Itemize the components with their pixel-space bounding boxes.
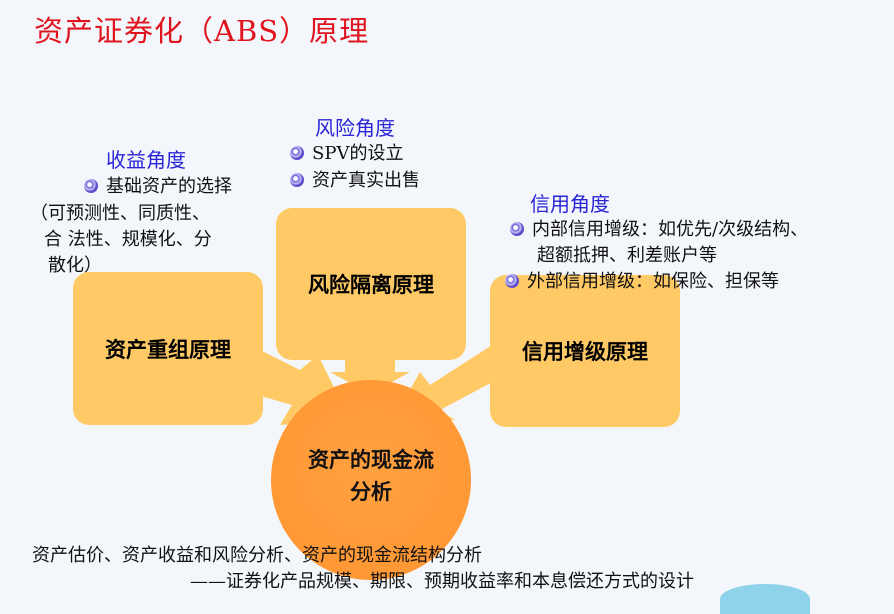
return-angle-heading: 收益角度 xyxy=(106,148,186,172)
bullet-text: 外部信用增级：如保险、担保等 xyxy=(527,271,779,292)
center-label: 资产的现金流分析 xyxy=(308,448,434,504)
credit-angle-bullet: 内部信用增级：如优先/次级结构、 xyxy=(510,218,808,242)
credit-bullet-continuation: 超额抵押、利差账户等 xyxy=(537,245,717,266)
credit-angle-heading: 信用角度 xyxy=(530,192,610,216)
risk-angle-heading: 风险角度 xyxy=(315,116,395,140)
return-detail-line: 合 法性、规模化、分 xyxy=(44,229,212,250)
return-detail-line: （可预测性、同质性、 xyxy=(30,203,210,224)
asset-restructure-box: 资产重组原理 xyxy=(73,272,263,425)
bullet-text: SPV的设立 xyxy=(312,143,404,164)
risk-isolation-box: 风险隔离原理 xyxy=(276,208,466,360)
bullet-text: 基础资产的选择 xyxy=(106,176,232,197)
credit-angle-bullet: 外部信用增级：如保险、担保等 xyxy=(505,270,779,294)
footer-line-2: ——证券化产品规模、期限、预期收益率和本息偿还方式的设计 xyxy=(190,571,694,592)
return-angle-bullet: 基础资产的选择 xyxy=(84,175,232,199)
credit-enhancement-box: 信用增级原理 xyxy=(490,275,680,427)
bullet-text: 内部信用增级：如优先/次级结构、 xyxy=(532,219,809,240)
slide-title: 资产证券化（ABS）原理 xyxy=(34,14,370,48)
risk-angle-bullet: SPV的设立 xyxy=(290,142,403,166)
arrow-middle xyxy=(330,355,410,394)
decorative-shape xyxy=(720,584,810,614)
spiral-bullet-icon xyxy=(290,173,304,187)
risk-angle-bullet: 资产真实出售 xyxy=(290,169,420,193)
bullet-text: 资产真实出售 xyxy=(312,170,420,191)
return-detail-line: 散化） xyxy=(48,255,102,276)
footer-line-1: 资产估价、资产收益和风险分析、资产的现金流结构分析 xyxy=(32,545,482,566)
spiral-bullet-icon xyxy=(290,146,304,160)
cash-flow-circle: 资产的现金流分析 xyxy=(271,380,471,580)
spiral-bullet-icon xyxy=(84,179,98,193)
spiral-bullet-icon xyxy=(505,274,519,288)
spiral-bullet-icon xyxy=(510,222,524,236)
